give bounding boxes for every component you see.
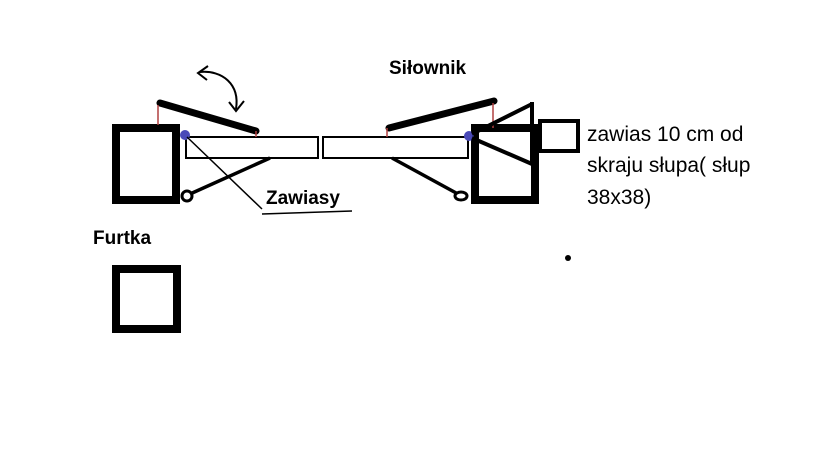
left-leaf-open-line (189, 156, 271, 196)
left-actuator (156, 99, 260, 137)
left-gate-leaf (185, 136, 319, 159)
wicket-label: Furtka (93, 228, 152, 249)
right-post (471, 124, 539, 204)
right-gate-leaf (322, 136, 469, 159)
hinge-note-line3: 38x38) (587, 186, 652, 209)
left-leaf-end-circle (180, 189, 194, 203)
right-hinge-detail (471, 102, 580, 166)
right-leaf-open-line (391, 156, 459, 196)
right-hinge-dot (464, 131, 474, 141)
stray-dot (565, 255, 571, 261)
hinge-note-line1: zawias 10 cm od (587, 123, 744, 146)
hinge-leader-line (186, 136, 263, 210)
actuator-label: Siłownik (389, 58, 467, 79)
hinge-note-line2: skraju słupa( słup (587, 154, 751, 177)
wicket-post (112, 265, 181, 333)
swing-arrow (196, 65, 245, 113)
hinges-label: Zawiasy (266, 188, 340, 209)
right-leaf-end-circle (453, 190, 469, 202)
left-post (112, 124, 180, 204)
zawiasy-underline (261, 210, 353, 215)
